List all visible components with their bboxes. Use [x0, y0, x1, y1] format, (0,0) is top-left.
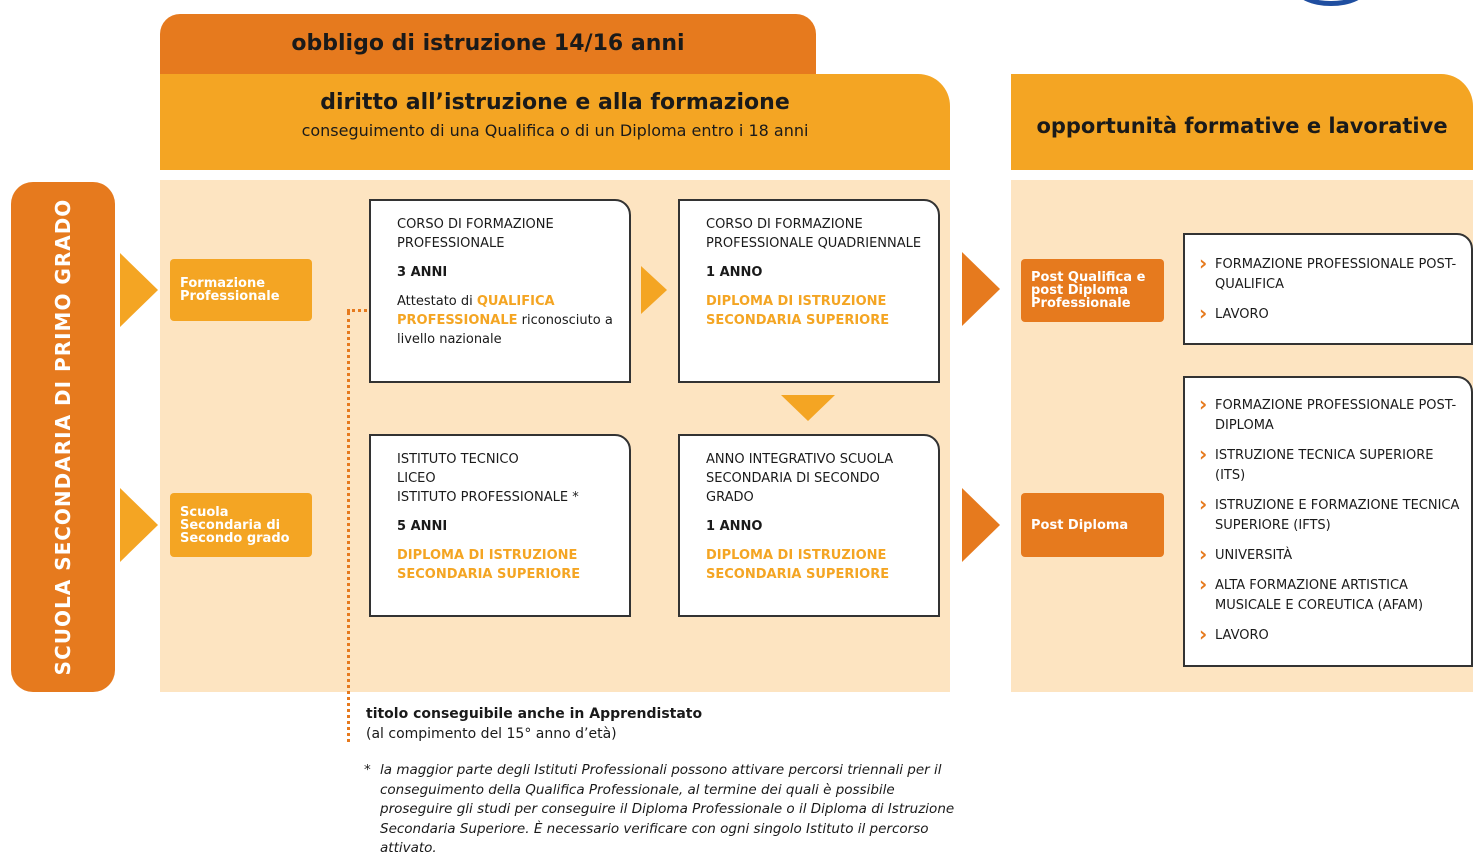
- list-item: FORMAZIONE PROFESSIONALE POST-QUALIFICA: [1199, 253, 1463, 295]
- header-obbligo: obbligo di istruzione 14/16 anni: [160, 14, 816, 78]
- box-duration: 3 ANNI: [397, 265, 448, 280]
- tag-formazione-label: Formazione Professionale: [180, 276, 280, 304]
- box-line: ISTITUTO TECNICO: [397, 452, 519, 467]
- list-post-diploma: FORMAZIONE PROFESSIONALE POST-DIPLOMA IS…: [1183, 376, 1473, 667]
- box-title: CORSO DI FORMAZIONE PROFESSIONALE: [397, 217, 554, 251]
- footnote-text: la maggior parte degli Istituti Professi…: [380, 762, 955, 856]
- arrow-right-icon: [120, 488, 158, 562]
- header-opportunita: opportunità formative e lavorative: [1011, 74, 1473, 170]
- tag-scuola-secondaria: Scuola Secondaria di Secondo grado: [170, 493, 312, 557]
- header-diritto: diritto all’istruzione e alla formazione…: [160, 74, 950, 170]
- footnote: * la maggior parte degli Istituti Profes…: [364, 761, 966, 859]
- box-diploma: DIPLOMA DI ISTRUZIONE SECONDARIA SUPERIO…: [706, 294, 890, 328]
- list-item: FORMAZIONE PROFESSIONALE POST-DIPLOMA: [1199, 394, 1463, 436]
- list-item: ALTA FORMAZIONE ARTISTICA MUSICALE E COR…: [1199, 574, 1463, 616]
- dotted-connector: [347, 312, 350, 742]
- box-corso-fp: CORSO DI FORMAZIONE PROFESSIONALE 3 ANNI…: [369, 199, 631, 383]
- note-apprendistato-sub: (al compimento del 15° anno d’età): [366, 726, 617, 742]
- tag-formazione-professionale: Formazione Professionale: [170, 259, 312, 321]
- note-apprendistato: titolo conseguibile anche in Apprendista…: [366, 704, 702, 744]
- header-diritto-subtitle: conseguimento di una Qualifica o di un D…: [301, 121, 809, 140]
- box-istituto: ISTITUTO TECNICO LICEO ISTITUTO PROFESSI…: [369, 434, 631, 617]
- box-duration: 1 ANNO: [706, 519, 763, 534]
- list-item: ISTRUZIONE E FORMAZIONE TECNICA SUPERIOR…: [1199, 494, 1463, 536]
- box-diploma: DIPLOMA DI ISTRUZIONE SECONDARIA SUPERIO…: [397, 548, 581, 582]
- box-description: Attestato di QUALIFICA PROFESSIONALE ric…: [397, 292, 619, 349]
- list-item: LAVORO: [1199, 303, 1463, 325]
- list-item: UNIVERSITÀ: [1199, 544, 1463, 566]
- vertical-label: SCUOLA SECONDARIA DI PRIMO GRADO: [51, 198, 75, 676]
- box-desc-a: Attestato di: [397, 294, 477, 309]
- box-duration: 1 ANNO: [706, 265, 763, 280]
- vertical-label-bar: SCUOLA SECONDARIA DI PRIMO GRADO: [11, 182, 115, 692]
- box-diploma: DIPLOMA DI ISTRUZIONE SECONDARIA SUPERIO…: [706, 548, 890, 582]
- box-anno-integrativo: ANNO INTEGRATIVO SCUOLA SECONDARIA DI SE…: [678, 434, 940, 617]
- box-title: ANNO INTEGRATIVO SCUOLA SECONDARIA DI SE…: [706, 452, 894, 505]
- logo-icon: [1295, 0, 1367, 6]
- arrow-right-icon: [641, 266, 667, 314]
- box-line: ISTITUTO PROFESSIONALE *: [397, 490, 579, 505]
- box-corso-quadriennale: CORSO DI FORMAZIONE PROFESSIONALE QUADRI…: [678, 199, 940, 383]
- arrow-right-icon: [962, 252, 1000, 326]
- list-post-qualifica: FORMAZIONE PROFESSIONALE POST-QUALIFICA …: [1183, 233, 1473, 345]
- box-title: CORSO DI FORMAZIONE PROFESSIONALE QUADRI…: [706, 217, 922, 251]
- tag-scuola-label: Scuola Secondaria di Secondo grado: [180, 504, 290, 546]
- box-desc-highlight: QUALIFICA PROFESSIONALE: [397, 294, 555, 328]
- arrow-right-icon: [962, 488, 1000, 562]
- list-item: ISTRUZIONE TECNICA SUPERIORE (ITS): [1199, 444, 1463, 486]
- tag-post-qualifica: Post Qualifica e post Diploma Profession…: [1021, 259, 1164, 322]
- tag-post-diploma-label: Post Diploma: [1031, 517, 1129, 533]
- box-duration: 5 ANNI: [397, 519, 448, 534]
- footnote-asterisk: *: [364, 762, 371, 778]
- box-desc-b: riconosciuto a livello nazionale: [397, 313, 613, 347]
- list-item: LAVORO: [1199, 624, 1463, 646]
- arrow-down-icon: [781, 395, 835, 421]
- box-line: LICEO: [397, 471, 436, 486]
- tag-post-qualifica-label: Post Qualifica e post Diploma Profession…: [1031, 270, 1146, 311]
- note-apprendistato-title: titolo conseguibile anche in Apprendista…: [366, 706, 703, 722]
- dotted-connector: [347, 309, 385, 312]
- tag-post-diploma: Post Diploma: [1021, 493, 1164, 557]
- arrow-right-icon: [120, 253, 158, 327]
- header-diritto-title: diritto all’istruzione e alla formazione: [320, 90, 790, 115]
